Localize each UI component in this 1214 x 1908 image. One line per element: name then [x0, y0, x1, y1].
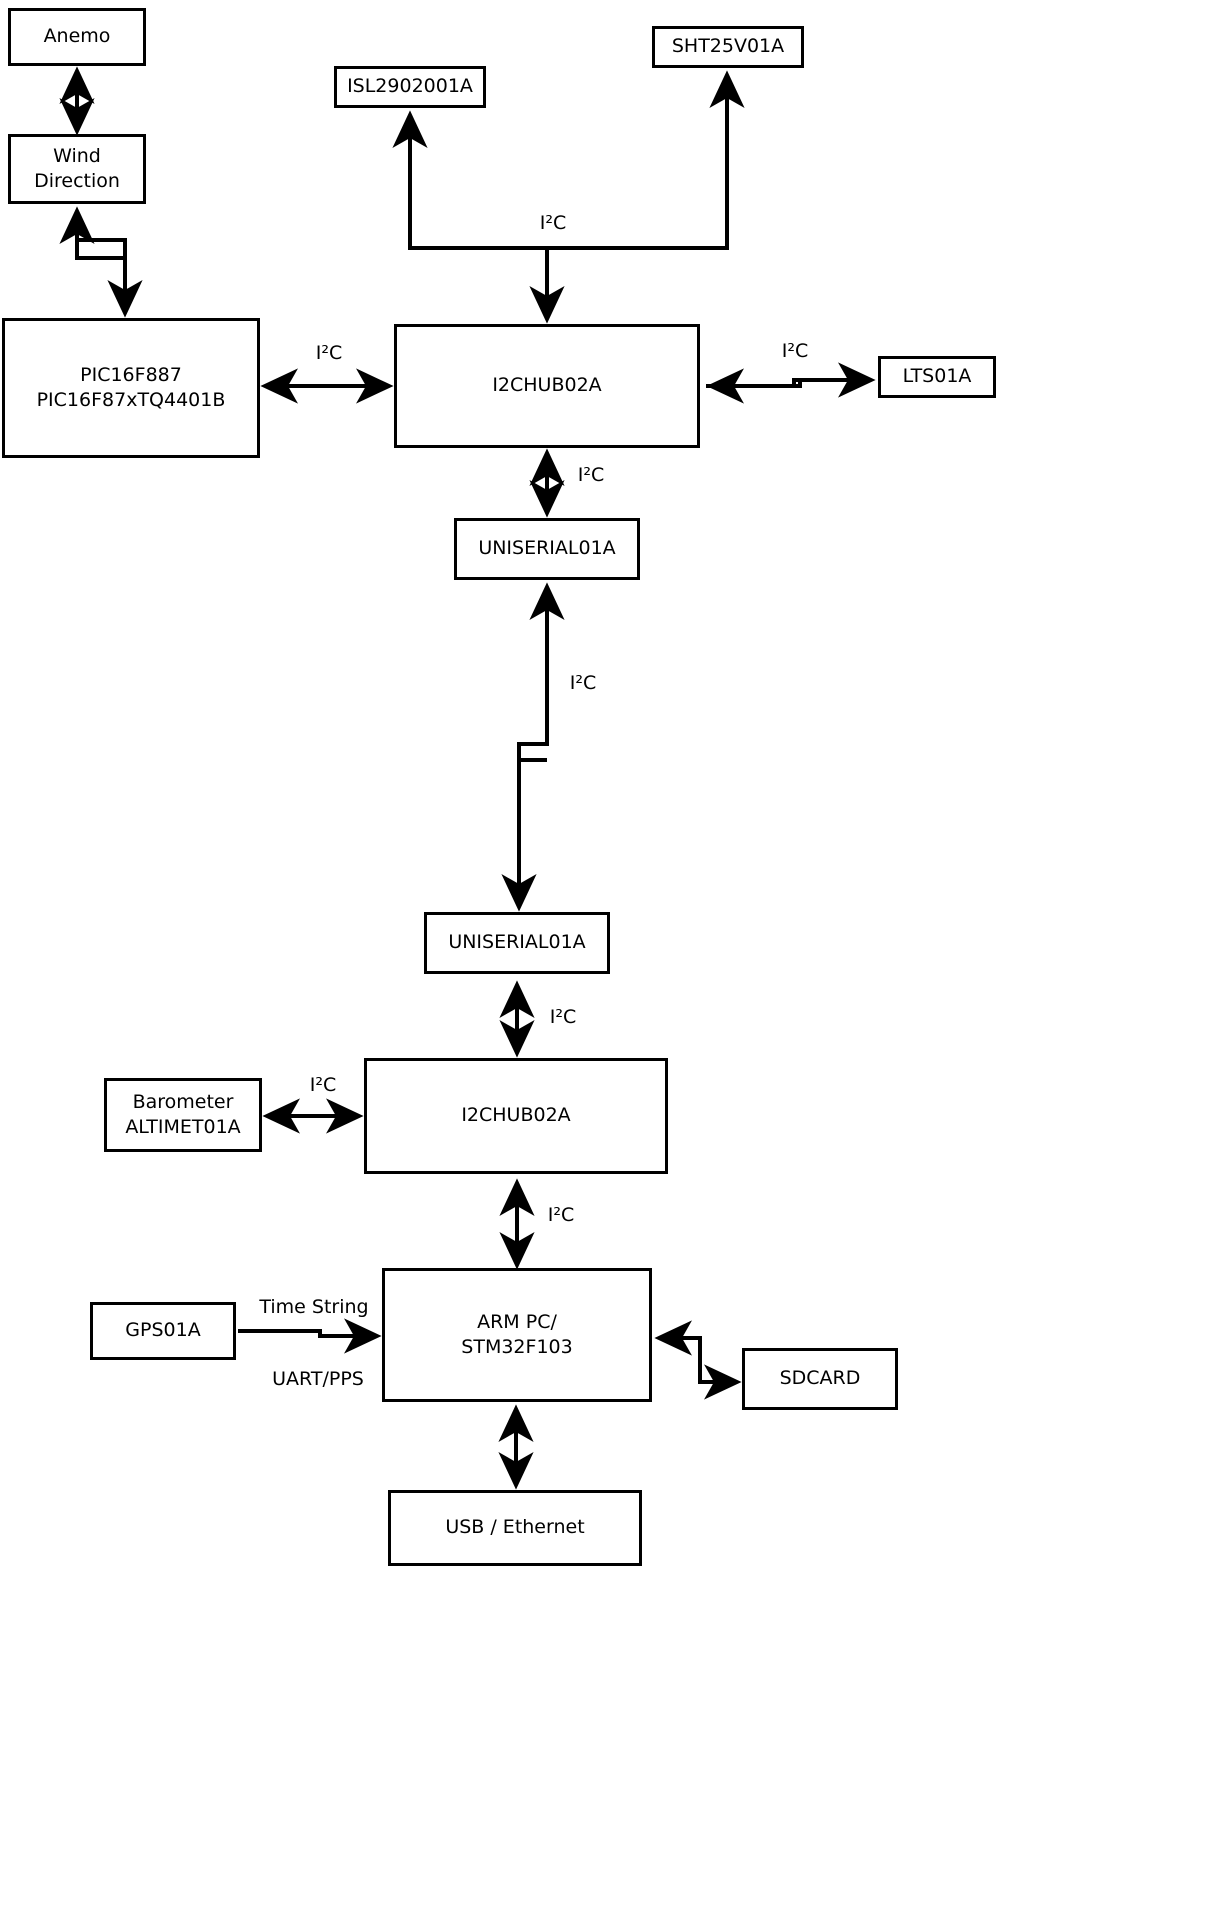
node-sht25v01a[interactable]: SHT25V01A — [652, 26, 804, 68]
connector-uniserial2-uniserial1 — [517, 582, 565, 906]
edge-label-i2c-uniserial-hub-bottom: I²C — [549, 1006, 577, 1028]
node-i2chub02a-top[interactable]: I2CHUB02A — [394, 324, 700, 448]
node-usb-ethernet[interactable]: USB / Ethernet — [388, 1490, 642, 1566]
node-uniserial01a-lower[interactable]: UNISERIAL01A — [424, 912, 610, 974]
edge-label-uart-pps: UART/PPS — [272, 1368, 364, 1390]
edge-label-i2c-hub-arm: I²C — [547, 1204, 575, 1226]
connector-zigzag-into-uniserial2 — [501, 758, 547, 912]
edge-label-i2c-hub-lts: I²C — [781, 340, 809, 362]
node-gps01a[interactable]: GPS01A — [90, 1302, 236, 1360]
node-sdcard[interactable]: SDCARD — [742, 1348, 898, 1410]
connector-pic-wind — [59, 206, 127, 312]
connector-gps-armpc — [238, 1318, 382, 1354]
node-anemo[interactable]: Anemo — [8, 8, 146, 66]
connector-hubtop-lts — [706, 362, 876, 404]
node-barometer-altimet01a[interactable]: Barometer ALTIMET01A — [104, 1078, 262, 1152]
node-arm-pc-stm32f103[interactable]: ARM PC/ STM32F103 — [382, 1268, 652, 1402]
connector-hubtop-sht — [545, 70, 745, 318]
node-lts01a[interactable]: LTS01A — [878, 356, 996, 398]
node-pic-microcontroller[interactable]: PIC16F887 PIC16F87xTQ4401B — [2, 318, 260, 458]
node-wind-direction[interactable]: Wind Direction — [8, 134, 146, 204]
connector-armpc-sdcard — [654, 1320, 742, 1400]
node-i2chub02a-bottom[interactable]: I2CHUB02A — [364, 1058, 668, 1174]
edge-label-i2c-uniserial-link: I²C — [569, 672, 597, 694]
edge-label-i2c-barometer-hub: I²C — [309, 1074, 337, 1096]
edge-label-i2c-hub-top: I²C — [539, 212, 567, 234]
edge-label-time-string: Time String — [259, 1296, 369, 1318]
connector-wind-pic-stub — [77, 238, 143, 318]
node-isl2902001a[interactable]: ISL2902001A — [334, 66, 486, 108]
edge-label-i2c-pic-hub: I²C — [315, 342, 343, 364]
node-uniserial01a-upper[interactable]: UNISERIAL01A — [454, 518, 640, 580]
edge-label-i2c-hub-uniserial: I²C — [577, 464, 605, 486]
